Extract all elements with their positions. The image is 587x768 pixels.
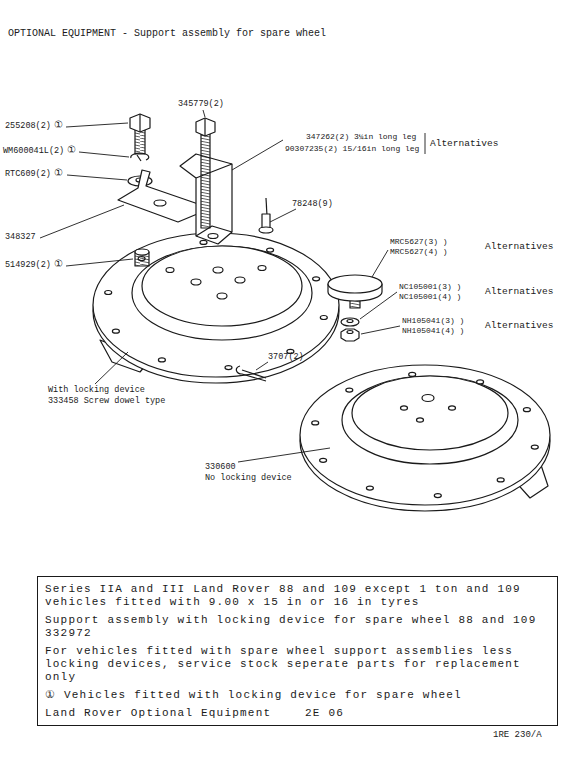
caption-text: With locking device	[48, 386, 145, 395]
note-text: Alternatives	[430, 139, 498, 149]
note-text: Alternatives	[485, 242, 553, 252]
part-number: 78248(9)	[292, 200, 333, 209]
split-pin	[236, 366, 266, 381]
fixing-hole	[346, 388, 353, 392]
rivet	[259, 198, 273, 233]
notes-box: Series IIA and III Land Rover 88 and 109…	[37, 576, 558, 726]
fixing-hole	[200, 240, 207, 244]
note-text: Support assembly with locking device for…	[45, 614, 550, 640]
footnote-mark: ①	[67, 146, 76, 156]
page-title: OPTIONAL EQUIPMENT - Support assembly fo…	[8, 28, 326, 39]
washer	[341, 318, 359, 326]
part-number: NH105041(3) )	[402, 317, 464, 326]
fixing-hole	[225, 366, 232, 370]
spring-washer	[131, 153, 149, 161]
footnote-mark: ①	[54, 260, 63, 270]
fixing-hole	[531, 445, 538, 449]
part-number: MRC5627(3) )	[390, 238, 448, 247]
part-number: 330600	[205, 463, 236, 472]
part-number: WM600041L(2)	[3, 147, 64, 156]
part-number: NC105001(4) )	[399, 293, 461, 302]
part-number: 348327	[5, 233, 36, 242]
fixing-hole	[105, 291, 112, 295]
fixing-hole	[434, 494, 441, 498]
screw-dowel	[135, 249, 149, 266]
part-number: NC105001(3) )	[399, 283, 461, 292]
part-number: 514929(2)	[5, 261, 51, 270]
note-text: For vehicles fitted with spare wheel sup…	[45, 645, 550, 684]
note-text: Series IIA and III Land Rover 88 and 109…	[45, 583, 550, 609]
fixing-hole	[320, 316, 327, 320]
fixing-hole	[313, 277, 320, 281]
long-bolt	[196, 118, 215, 228]
locking-knob	[328, 275, 382, 308]
bracket-plate	[118, 170, 204, 222]
part-number: 255208(2)	[5, 122, 51, 131]
nut	[341, 329, 359, 341]
fixing-hole	[312, 421, 319, 425]
leader-lines	[40, 110, 425, 462]
fixing-hole	[477, 380, 484, 384]
part-number: 90307235(2) 15/16in long leg	[285, 145, 419, 154]
caption-text: 333458 Screw dowel type	[48, 397, 165, 406]
note-text: ① Vehicles fitted with locking device fo…	[45, 689, 550, 702]
fixing-hole	[112, 329, 119, 333]
footnote-mark: ①	[54, 169, 63, 179]
support-plate-plain	[300, 365, 550, 511]
fixing-hole	[366, 486, 373, 490]
fixing-hole	[523, 408, 530, 412]
fixing-hole	[267, 248, 274, 252]
part-number: 347262(2) 3¼in long leg	[306, 133, 416, 142]
part-number: MRC5627(4) )	[390, 248, 448, 257]
footer-text: 2E 06	[305, 707, 344, 720]
part-number: 3707(2)	[268, 353, 304, 362]
part-number: NH105041(4) )	[402, 327, 464, 336]
fixing-hole	[409, 372, 416, 376]
note-text: Alternatives	[485, 287, 553, 297]
caption-text: No locking device	[205, 474, 292, 483]
footer-row: Land Rover Optional Equipment2E 06	[45, 707, 550, 720]
part-number: 345779(2)	[178, 100, 224, 109]
bolt	[130, 114, 150, 154]
footer-text: Land Rover Optional Equipment	[45, 707, 305, 720]
fixing-hole	[497, 478, 504, 482]
fixing-hole	[320, 458, 327, 462]
drawing-number: 1RE 230/A	[493, 731, 542, 741]
footnote-mark: ①	[54, 121, 63, 131]
fixing-hole	[158, 358, 165, 362]
support-plate-locking	[93, 233, 339, 383]
alternatives-bracket	[425, 133, 426, 154]
part-number: RTC609(2)	[5, 170, 51, 179]
note-text: Alternatives	[485, 321, 553, 331]
